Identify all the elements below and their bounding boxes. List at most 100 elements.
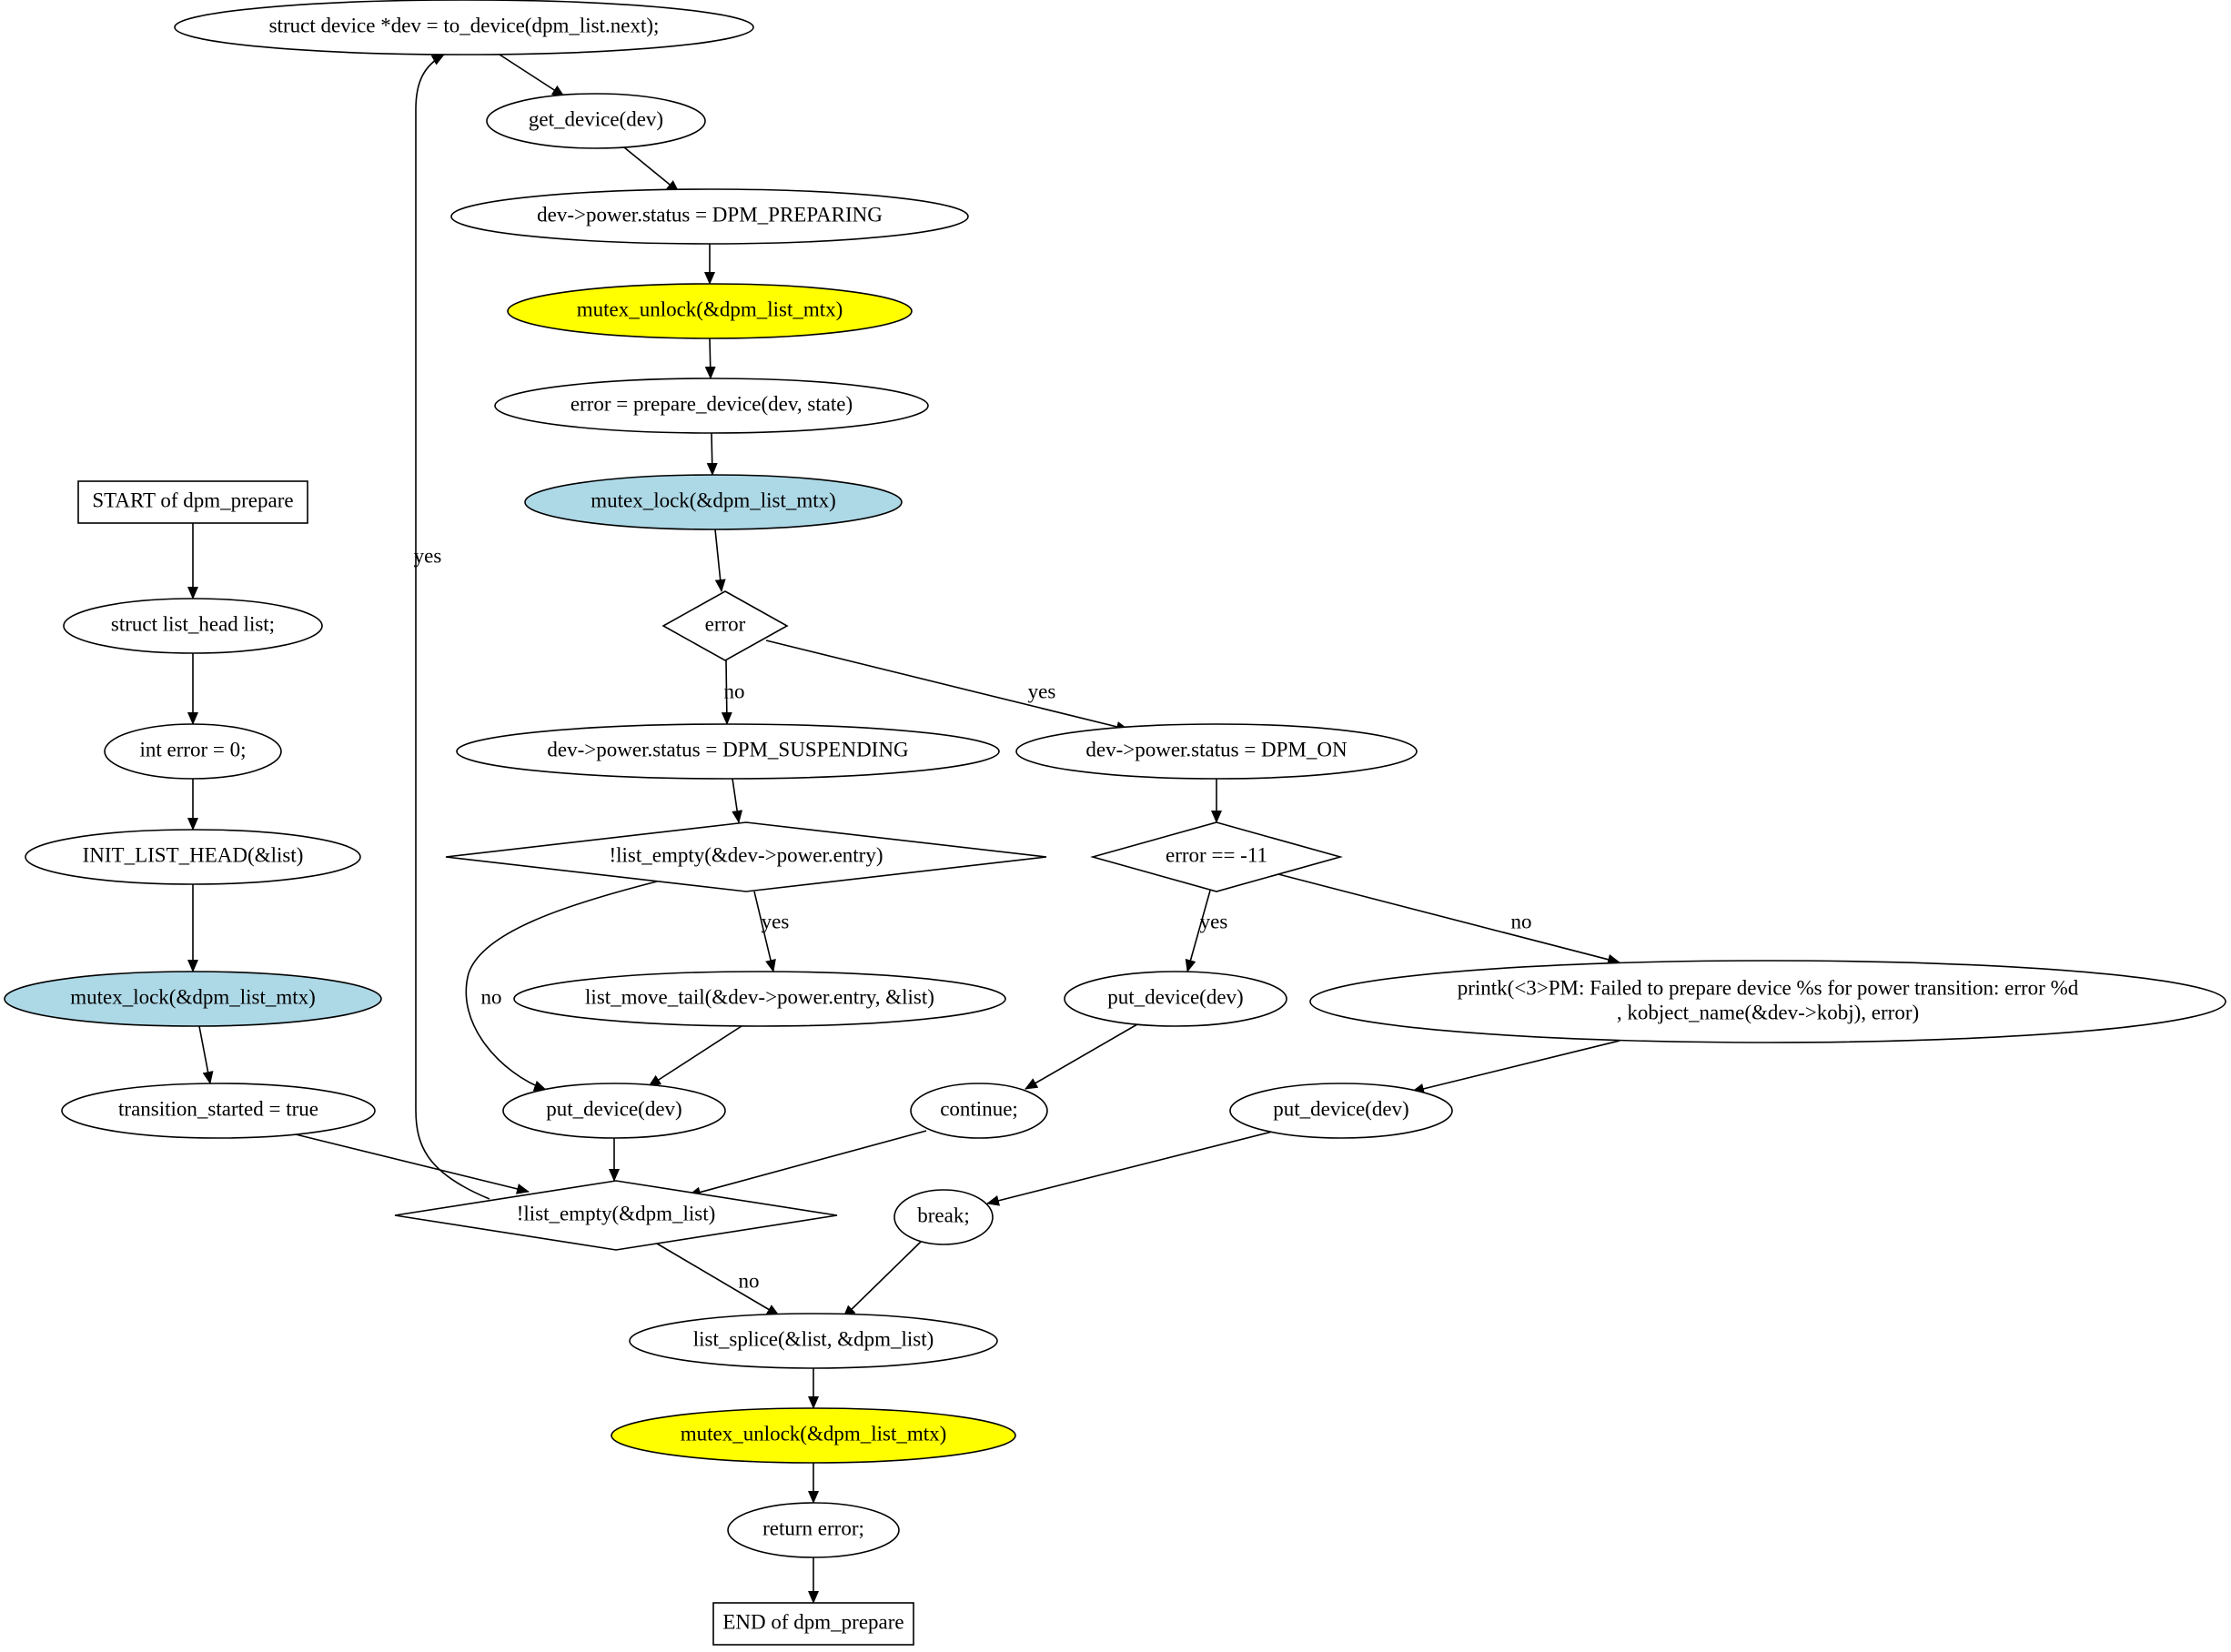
node-shape-diamond — [445, 821, 1047, 892]
node-label: START of dpm_prepare — [92, 489, 293, 511]
node-label: int error = 0; — [139, 738, 246, 761]
node-status-susp: dev->power.status = DPM_SUSPENDING — [456, 723, 1000, 780]
edge-lock1-to-transition — [198, 1025, 214, 1084]
node-lock1: mutex_lock(&dpm_list_mtx) — [4, 971, 382, 1027]
node-shape-ellipse — [524, 474, 903, 530]
node-shape-diamond — [661, 590, 789, 661]
node-shape-ellipse — [63, 598, 323, 654]
node-get-dev: get_device(dev) — [486, 93, 706, 149]
node-shape-ellipse — [450, 188, 969, 245]
node-shape-ellipse — [513, 971, 1006, 1027]
node-label: END of dpm_prepare — [722, 1610, 904, 1633]
edge-printk-to-put_b — [1411, 1040, 1620, 1094]
node-label: continue; — [940, 1097, 1018, 1120]
edge-label-no: no — [481, 985, 502, 1008]
node-put-b: put_device(dev) — [1229, 1083, 1453, 1139]
node-label: !list_empty(&dpm_list) — [517, 1202, 716, 1224]
node-label: put_device(dev) — [546, 1097, 681, 1120]
node-printk: printk(<3>PM: Failed to prepare device %… — [1309, 960, 2226, 1043]
node-label: break; — [917, 1204, 969, 1226]
node-list-decl: struct list_head list; — [63, 598, 323, 654]
node-label: error == -11 — [1166, 843, 1267, 866]
node-shape-ellipse — [910, 1083, 1048, 1139]
node-shape-ellipse — [502, 1083, 726, 1139]
node-move-tail: list_move_tail(&dev->power.entry, &list) — [513, 971, 1006, 1027]
node-shape-ellipse — [174, 0, 754, 55]
node-label: get_device(dev) — [529, 107, 663, 130]
node-shape-rect — [712, 1602, 914, 1646]
edge-label-yes: yes — [414, 544, 442, 567]
edge-unlock1-to-prep_call — [704, 337, 716, 379]
node-break: break; — [893, 1189, 994, 1245]
node-label: mutex_unlock(&dpm_list_mtx) — [577, 297, 843, 320]
node-shape-ellipse — [1015, 723, 1418, 780]
node-label: dev->power.status = DPM_PREPARING — [537, 203, 883, 226]
node-shape-ellipse — [104, 723, 282, 780]
node-label: dev->power.status = DPM_SUSPENDING — [547, 738, 908, 761]
edge-label-yes: yes — [1200, 910, 1228, 932]
node-label: mutex_lock(&dpm_list_mtx) — [591, 489, 836, 511]
node-label: mutex_lock(&dpm_list_mtx) — [70, 985, 316, 1008]
node-error-decl: int error = 0; — [104, 723, 282, 780]
edge-get_dev-to-status_prep — [623, 146, 680, 193]
node-prep-call: error = prepare_device(dev, state) — [494, 378, 929, 434]
edge-status_susp-to-entry_check — [732, 778, 743, 823]
node-shape-ellipse — [507, 283, 913, 339]
edge-loop_check-to-dev_decl — [415, 54, 490, 1200]
node-unlock1: mutex_unlock(&dpm_list_mtx) — [507, 283, 913, 339]
edge-continue-to-loop_check — [688, 1130, 927, 1198]
node-status-on: dev->power.status = DPM_ON — [1015, 723, 1418, 780]
node-shape-ellipse — [494, 378, 929, 434]
node-end: END of dpm_prepare — [712, 1602, 914, 1646]
node-label: struct device *dev = to_device(dpm_list.… — [269, 14, 660, 36]
edge-label-no: no — [739, 1269, 760, 1292]
node-shape-rect — [77, 480, 308, 524]
edge-eagain_check-to-put_a — [1185, 890, 1211, 972]
node-shape-ellipse — [456, 723, 1000, 780]
node-label: mutex_unlock(&dpm_list_mtx) — [681, 1422, 947, 1445]
node-start: START of dpm_prepare — [77, 480, 308, 524]
node-label: struct list_head list; — [111, 612, 275, 635]
node-label: printk(<3>PM: Failed to prepare device %… — [1458, 976, 2079, 999]
node-loop-check: !list_empty(&dpm_list) — [394, 1180, 838, 1251]
node-label: list_splice(&list, &dpm_list) — [693, 1327, 934, 1350]
node-splice: list_splice(&list, &dpm_list) — [629, 1313, 998, 1369]
edge-break-to-splice — [843, 1241, 922, 1318]
node-lock2: mutex_lock(&dpm_list_mtx) — [524, 474, 903, 530]
edge-put_a-to-continue — [1025, 1023, 1138, 1090]
edge-label-no: no — [724, 680, 745, 702]
node-put-a: put_device(dev) — [1064, 971, 1287, 1027]
node-label: dev->power.status = DPM_ON — [1085, 738, 1348, 761]
node-shape-ellipse — [727, 1502, 900, 1558]
node-eagain-check: error == -11 — [1090, 821, 1343, 892]
node-shape-ellipse — [611, 1407, 1016, 1464]
node-label: put_device(dev) — [1273, 1097, 1408, 1120]
node-entry-check: !list_empty(&dev->power.entry) — [445, 821, 1047, 892]
edge-eagain_check-to-printk — [1277, 873, 1620, 965]
node-label: transition_started = true — [118, 1097, 318, 1120]
node-dev-decl: struct device *dev = to_device(dpm_list.… — [174, 0, 754, 55]
node-shape-ellipse — [61, 1083, 376, 1139]
node-shape-diamond — [394, 1180, 838, 1251]
edge-entry_check-to-put_c — [465, 881, 658, 1092]
node-unlock2: mutex_unlock(&dpm_list_mtx) — [611, 1407, 1016, 1464]
edge-loop_check-to-splice — [656, 1243, 780, 1316]
node-err-check: error — [661, 590, 789, 661]
edge-lock2-to-err_check — [714, 529, 726, 592]
node-put-c: put_device(dev) — [502, 1083, 726, 1139]
node-shape-ellipse — [1064, 971, 1287, 1027]
node-shape-diamond — [1090, 821, 1343, 892]
edge-label-no: no — [1511, 910, 1532, 932]
node-shape-ellipse — [629, 1313, 998, 1369]
node-label: INIT_LIST_HEAD(&list) — [83, 843, 304, 866]
node-shape-ellipse — [25, 829, 361, 885]
node-return: return error; — [727, 1502, 900, 1558]
node-shape-ellipse — [1309, 960, 2226, 1043]
node-init-head: INIT_LIST_HEAD(&list) — [25, 829, 361, 885]
node-transition: transition_started = true — [61, 1083, 376, 1139]
edge-err_check-to-status_susp — [721, 660, 732, 725]
node-continue: continue; — [910, 1083, 1048, 1139]
edge-transition-to-loop_check — [295, 1133, 530, 1194]
node-label: !list_empty(&dev->power.entry) — [609, 843, 883, 866]
